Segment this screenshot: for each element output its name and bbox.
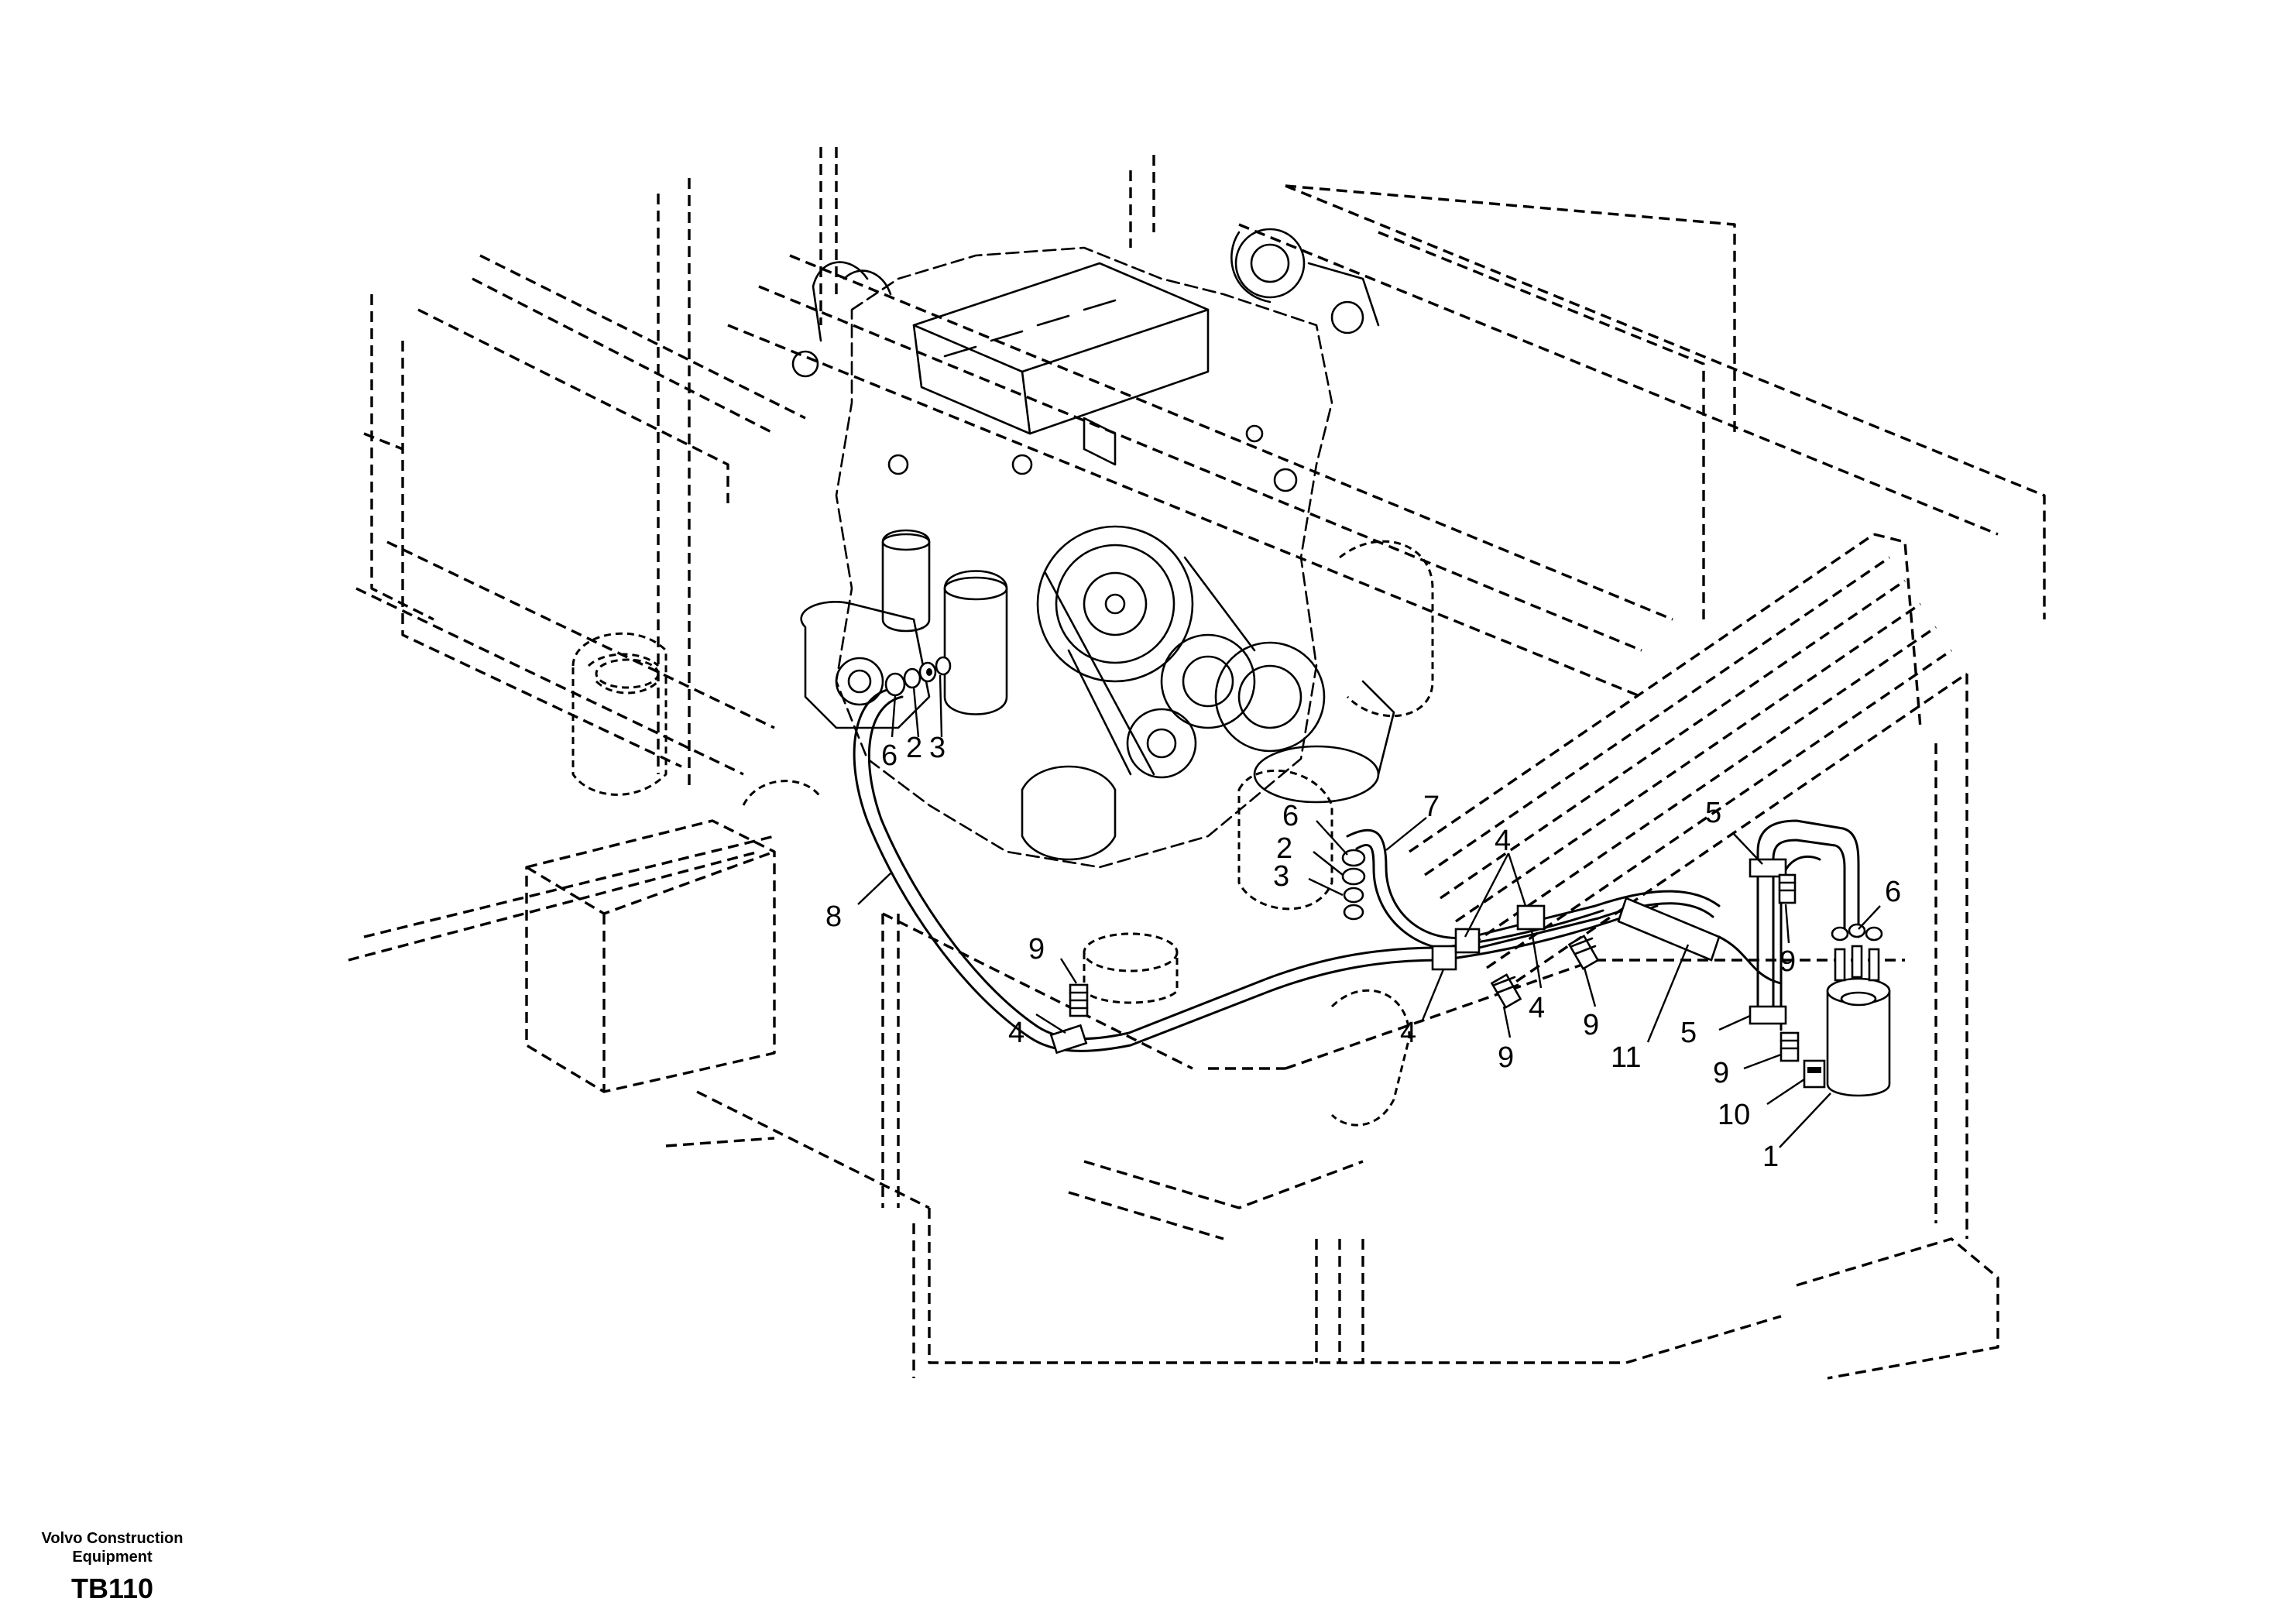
callout-labels: 6 2 3 6 2 3 7 4 5 6 9 8 9 4 4 4 9 9 11 5… [825,732,1901,1173]
leader-lines [857,674,1881,1148]
bolt-9-right [1778,873,1797,904]
brand-line-2: Equipment [72,1549,153,1566]
callout-8: 8 [825,900,842,933]
footer-brand-block: Volvo Construction Equipment TB110 [31,1529,194,1605]
callout-4-mid: 4 [1400,1017,1416,1049]
callout-9-bottom: 9 [1713,1057,1729,1089]
callout-1: 1 [1762,1141,1779,1173]
callout-11: 11 [1611,1041,1641,1074]
callout-4-left: 4 [1008,1017,1024,1049]
callout-9-c: 9 [1583,1009,1599,1041]
bolt-9-c [1567,935,1600,970]
hidden-lines-frame [348,147,2046,1380]
callout-4-b: 4 [1529,992,1545,1024]
engine-block [791,228,1395,869]
bolt-9-mid [1490,973,1522,1009]
receiver-fittings [1831,923,1883,942]
callout-10: 10 [1718,1099,1750,1131]
brand-line-1: Volvo Construction [41,1530,184,1547]
callout-3-mid: 3 [1273,860,1289,893]
callout-9-right: 9 [1779,945,1796,978]
bolt-9-left [1069,983,1089,1017]
callout-3-compressor: 3 [929,732,946,764]
callout-6-compressor: 6 [881,739,897,772]
callout-2-compressor: 2 [906,732,922,764]
callout-9-left: 9 [1028,933,1045,966]
callout-5-top: 5 [1705,797,1721,829]
callout-7: 7 [1423,791,1440,823]
callout-6-receiver: 6 [1885,876,1901,908]
callout-4-top: 4 [1495,825,1511,857]
ac-hose-assembly [853,656,1891,1097]
callout-9-mid: 9 [1498,1041,1514,1074]
callout-2-mid: 2 [1276,832,1292,865]
bolt-9-bot [1779,1031,1800,1062]
mid-fittings [1341,849,1366,921]
diagram-code: TB110 [70,1573,154,1604]
callout-6-mid: 6 [1282,800,1299,832]
callout-5-bottom: 5 [1680,1017,1697,1049]
